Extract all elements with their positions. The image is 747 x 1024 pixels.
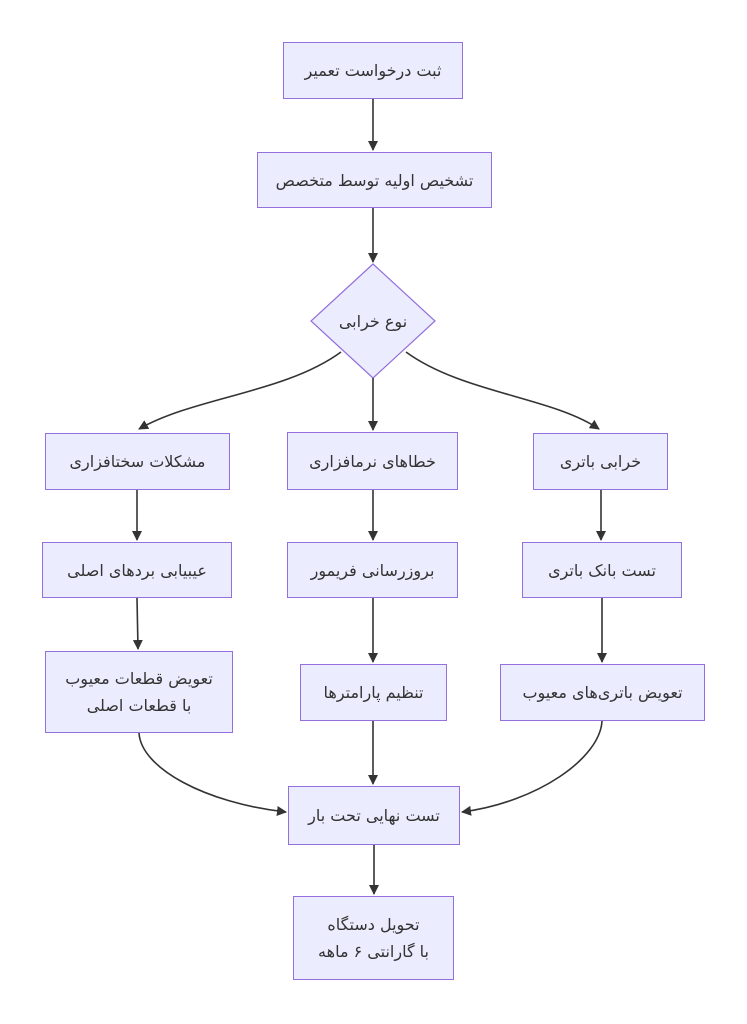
node-label-line2: با گارانتی ۶ ماهه	[318, 942, 429, 961]
edge-decision-to-hardware	[138, 351, 342, 430]
edge-board-to-replaceparts	[132, 597, 143, 650]
node-label: مشکلات سختافزاری	[69, 452, 206, 471]
node-device-delivery: تحویل دستگاه با گارانتی ۶ ماهه	[293, 896, 454, 980]
node-register-request: ثبت درخواست تعمیر	[283, 42, 463, 99]
node-label-line1: تعویض قطعات معیوب	[65, 669, 213, 688]
node-battery-failure: خرابی باتری	[533, 433, 668, 490]
edge-replacebatts-to-finaltest	[461, 720, 603, 816]
node-final-load-test: تست نهایی تحت بار	[288, 786, 460, 845]
node-replace-defective-batteries: تعویض باتری‌های معیوب	[500, 664, 705, 721]
node-label: نوع خرابی	[338, 311, 408, 331]
edge-replaceparts-to-finaltest	[138, 732, 287, 816]
node-software-errors: خطاهای نرمافزاری	[287, 432, 458, 490]
node-label: خطاهای نرمافزاری	[309, 451, 436, 471]
node-initial-diagnosis: تشخیص اولیه توسط متخصص	[257, 152, 492, 208]
node-label: ثبت درخواست تعمیر	[304, 61, 442, 80]
node-failure-type-decision: نوع خرابی	[311, 264, 435, 378]
node-label: تست بانک باتری	[548, 560, 656, 580]
node-board-troubleshooting: عیبیابی بردهای اصلی	[42, 542, 232, 598]
node-label: عیبیابی بردهای اصلی	[67, 560, 207, 580]
node-battery-bank-test: تست بانک باتری	[522, 542, 682, 598]
node-label-line2: با قطعات اصلی	[86, 696, 192, 715]
node-label: تنظیم پارامترها	[323, 683, 424, 702]
node-label: تست نهایی تحت بار	[308, 806, 440, 825]
node-label: تشخیص اولیه توسط متخصص	[275, 170, 474, 190]
node-firmware-update: بروزرسانی فریمور	[287, 542, 458, 598]
node-label: خرابی باتری	[559, 452, 642, 471]
node-replace-defective-parts: تعویض قطعات معیوب با قطعات اصلی	[45, 651, 233, 733]
node-label-line1: تحویل دستگاه	[327, 915, 420, 934]
node-label: تعویض باتری‌های معیوب	[522, 683, 683, 702]
node-set-parameters: تنظیم پارامترها	[300, 664, 447, 721]
edge-decision-to-battery	[405, 351, 600, 430]
node-label: بروزرسانی فریمور	[310, 560, 435, 580]
node-hardware-problems: مشکلات سختافزاری	[45, 433, 230, 490]
